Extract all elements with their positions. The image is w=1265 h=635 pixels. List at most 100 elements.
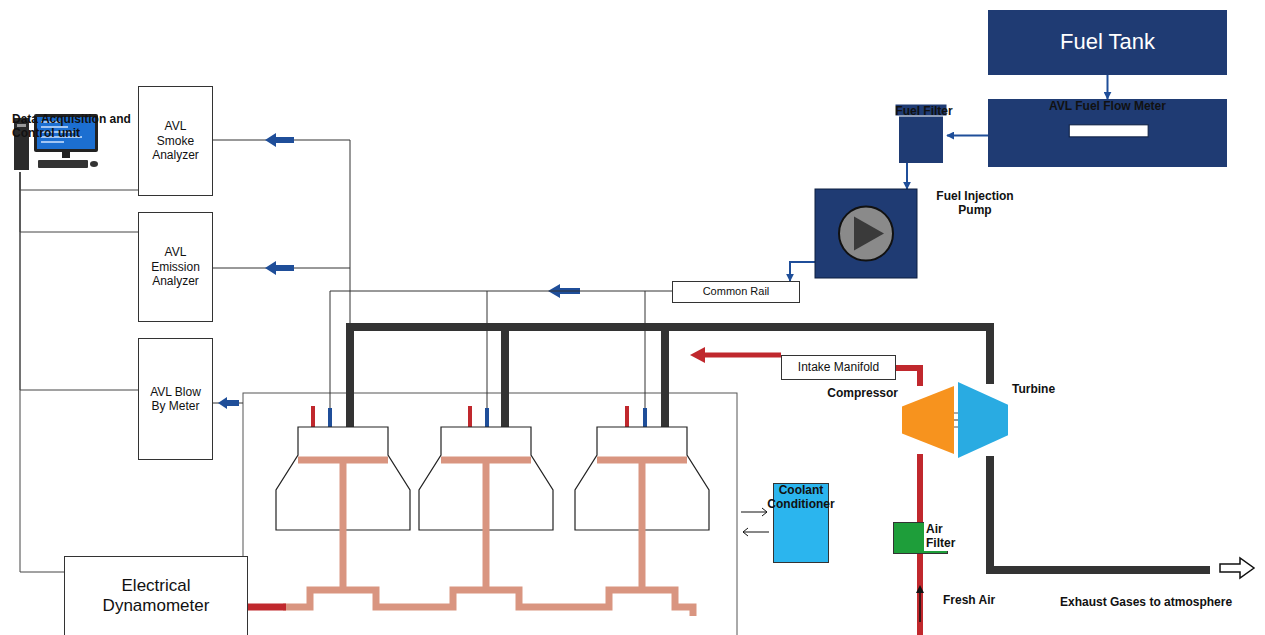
analyzer-box: AVL Smoke Analyzer (138, 86, 213, 196)
meter-box: AVL Blow By Meter (138, 338, 213, 460)
sample-line (213, 140, 350, 323)
daq-computer: Data Acquisition and Control unit (12, 112, 100, 172)
signal-wire (20, 172, 64, 572)
exhaust-manifold (350, 327, 1210, 570)
exhaust-pipe (350, 327, 990, 427)
intake-ports (313, 406, 627, 428)
tank-body (988, 10, 1227, 75)
pump-body (815, 189, 917, 278)
box-outline (139, 339, 213, 460)
fuel-line (790, 262, 815, 281)
connecting-rod (483, 463, 490, 590)
flow-arrow (265, 133, 294, 147)
meter-body (988, 99, 1227, 167)
screen-line (41, 141, 64, 143)
box-label: AVL Smoke Analyzer (147, 119, 205, 162)
flow-arrow (265, 261, 294, 275)
box-label: AVL Emission Analyzer (147, 245, 205, 288)
engine-housing (243, 393, 737, 635)
box-outline (65, 557, 248, 635)
fresh-air-arrow (919, 592, 921, 622)
monitor-stand (62, 152, 70, 158)
dynamometer-shaft (248, 604, 286, 611)
fuel-line (906, 163, 908, 189)
turbine-shape (958, 382, 1008, 458)
exhaust-label: Exhaust Gases to atmosphere (1060, 595, 1232, 609)
part-label: Data Acquisition and Control unit (12, 112, 152, 141)
exhaust-outlet-arrow (1220, 558, 1254, 578)
injector (643, 408, 647, 428)
keyboard (38, 160, 88, 168)
part-label: AVL Fuel Flow Meter (988, 99, 1227, 113)
fuel-tank: Fuel Tank (988, 10, 1227, 75)
common-rail: Common Rail (672, 281, 800, 303)
exhaust-runner (661, 327, 669, 427)
intake-port (625, 406, 629, 428)
coolant-arrow (743, 528, 769, 536)
piston (597, 457, 687, 464)
piston (298, 457, 388, 464)
compressor-shape (902, 386, 954, 454)
box-label: Fuel Tank (1060, 29, 1155, 55)
turbo-shaft (954, 427, 958, 428)
injector (485, 408, 489, 428)
turbine-wheel (958, 382, 1008, 458)
pump-rotor (839, 207, 893, 261)
part-label: Fuel Filter (889, 104, 959, 118)
connecting-rod (639, 463, 646, 590)
coolant-conditioner: Coolant Conditioner (773, 483, 829, 563)
flow-arrow (218, 397, 239, 409)
part-label: Compressor (820, 386, 898, 400)
injector-line (487, 291, 488, 410)
compressor-wheel (902, 386, 954, 454)
crankshaft (283, 590, 693, 616)
box-outline (139, 87, 213, 196)
part-label: Air Filter (924, 522, 968, 551)
injector (328, 408, 332, 428)
part-label: Coolant Conditioner (751, 483, 851, 512)
intake-manifold: Intake Manifold (781, 355, 896, 380)
intake-air-arrowhead (690, 347, 705, 363)
turbo-shaft (954, 413, 958, 427)
box-label: Common Rail (703, 285, 770, 298)
box-label: AVL Blow By Meter (147, 385, 205, 414)
signal-wire (20, 172, 138, 190)
signal-wire (20, 172, 138, 390)
pump-arrow (854, 217, 884, 251)
part-label: Fuel Injection Pump (923, 189, 1027, 218)
injector-lines (330, 291, 672, 410)
meter-window (1069, 125, 1148, 137)
fresh-air-arrowhead (916, 585, 924, 593)
turbine: Turbine (958, 382, 1008, 458)
fuel-injection-pump-shape (815, 189, 917, 278)
fuel-injection-pump: Fuel Injection Pump (815, 189, 917, 278)
fresh-air-line (917, 554, 923, 635)
turbo-shaft (954, 413, 958, 414)
filter-body (899, 114, 943, 163)
signal-wire (20, 172, 138, 232)
crank-train (283, 460, 693, 616)
turbo-shaft (954, 419, 958, 420)
part-label: Turbine (1012, 382, 1082, 396)
mouse (90, 161, 98, 167)
injector-line (645, 291, 646, 410)
connecting-rod (340, 463, 347, 590)
box-label: Electrical Dynamometer (96, 576, 216, 617)
intake-port (311, 406, 315, 428)
box-outline (139, 213, 213, 322)
box-label: Intake Manifold (798, 360, 879, 374)
air-line (896, 368, 920, 386)
intake-air-line (704, 353, 781, 358)
analyzer-box: AVL Emission Analyzer (138, 212, 213, 322)
exhaust-pipe (990, 456, 1210, 570)
fuel-filter: Fuel Filter (895, 104, 947, 163)
fresh-air-label: Fresh Air (943, 593, 995, 607)
piston (441, 457, 531, 464)
intake-port (468, 406, 472, 428)
coolant-flow (741, 508, 769, 536)
compressor: Compressor (902, 386, 954, 454)
sample-line (213, 140, 350, 403)
fuel-line (1107, 75, 1109, 99)
air-line (917, 454, 923, 522)
